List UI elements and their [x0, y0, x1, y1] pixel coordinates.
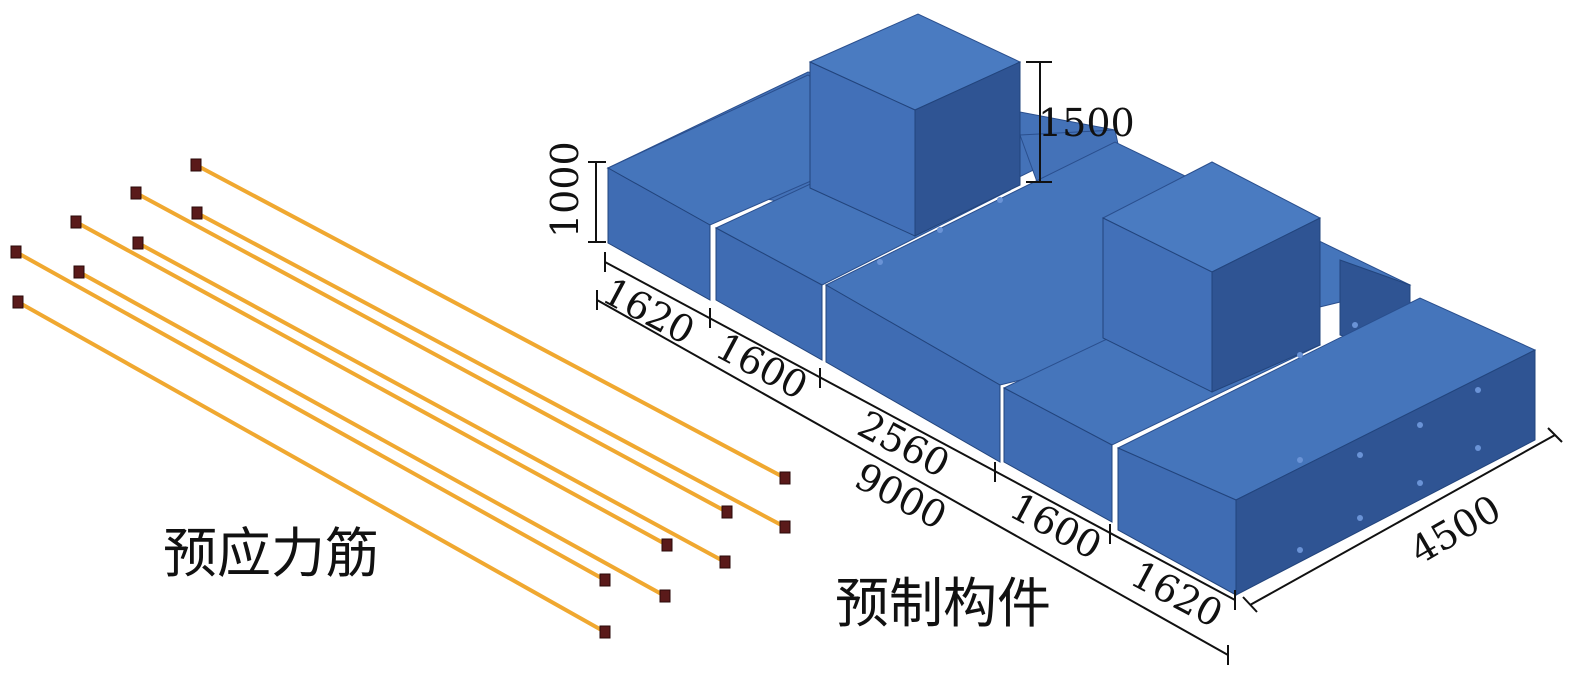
- tendon-1-anchor-end: [779, 471, 791, 485]
- tendon-8-anchor-end: [599, 625, 611, 639]
- tendon-4: [74, 220, 669, 547]
- caption-precast-components: 预制构件: [835, 572, 1051, 635]
- tendon-2: [134, 191, 729, 514]
- tower-1-side: [914, 61, 1021, 237]
- tendon-5: [136, 241, 727, 564]
- segment-5-side: [1235, 349, 1536, 596]
- tendon-4-anchor-start: [70, 215, 82, 229]
- tendon-7: [77, 270, 667, 598]
- tendon-6: [14, 250, 607, 582]
- segment-3-front: [825, 284, 1001, 463]
- tendons-group: [10, 158, 791, 639]
- tendon-3-anchor-end: [779, 520, 791, 534]
- dim-block-height: 1000: [543, 141, 587, 238]
- tendon-5-anchor-end: [719, 555, 731, 569]
- tendon-7-anchor-end: [659, 589, 671, 603]
- tendon-6-anchor-start: [10, 245, 22, 259]
- tower-2-side: [1211, 217, 1321, 393]
- tendon-4-anchor-end: [661, 538, 673, 552]
- segment-4-front: [1003, 387, 1113, 523]
- anchor-holes: [877, 197, 1481, 553]
- precast-blocks: [606, 13, 1537, 596]
- tendon-3-anchor-start: [191, 206, 203, 220]
- dim-tower-height: 1500: [1038, 101, 1135, 145]
- tendon-6-anchor-end: [599, 573, 611, 587]
- tendon-7-anchor-start: [73, 265, 85, 279]
- tendon-8-anchor-start: [12, 295, 24, 309]
- tendon-8: [16, 300, 607, 634]
- caption-tendons: 预应力筋: [163, 522, 379, 585]
- segment-2-front: [715, 227, 823, 361]
- tendon-1-anchor-start: [190, 158, 202, 172]
- tendon-2-anchor-end: [721, 505, 733, 519]
- tendon-2-anchor-start: [130, 186, 142, 200]
- segment-1-front: [607, 167, 711, 301]
- tendon-1: [194, 163, 787, 480]
- tendon-3: [195, 211, 787, 529]
- dimension-lines: [588, 61, 1563, 665]
- tendon-5-anchor-start: [132, 236, 144, 250]
